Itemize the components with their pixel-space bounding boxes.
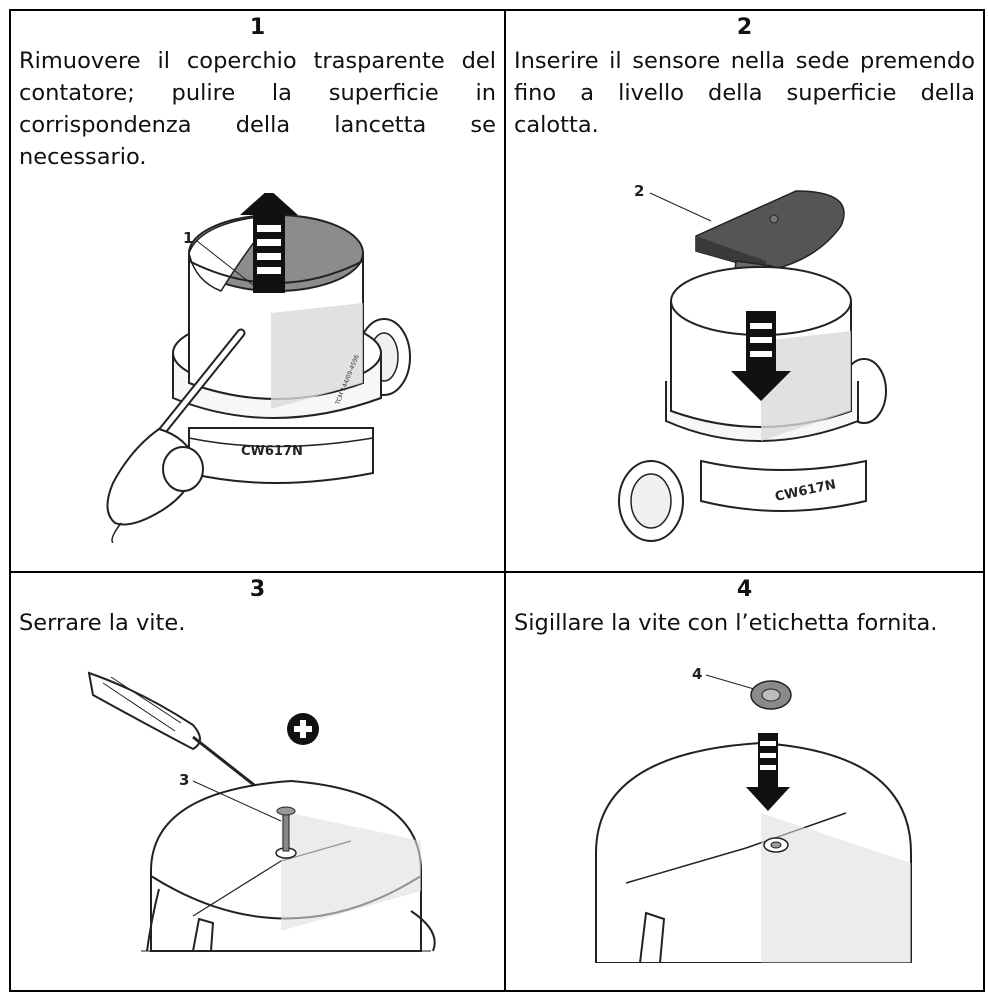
step-2-illustration: 2 CW617N [618, 182, 887, 542]
step-3-callout: 3 [179, 771, 189, 789]
step-2-callout: 2 [634, 182, 644, 200]
step-3-text: Serrare la vite. [19, 610, 186, 636]
step-2-text: Inserire il sensore nella sede premendo … [514, 48, 975, 138]
step-1-cell: 1 Rimuovere il coperchio trasparente del… [9, 9, 506, 573]
step-4-text: Sigillare la vite con l’etichetta fornit… [514, 610, 938, 636]
instruction-table: 1 Rimuovere il coperchio trasparente del… [9, 9, 985, 992]
step-3-number: 3 [249, 577, 266, 602]
step-1-callout: 1 [183, 229, 193, 247]
step-1-number: 1 [249, 15, 266, 40]
step-4-number: 4 [736, 577, 753, 602]
step-1-meter-marking: CW617N [241, 444, 303, 459]
plus-icon [287, 713, 319, 745]
step-4-callout: 4 [692, 665, 702, 683]
step-4-illustration: 4 [595, 665, 912, 963]
step-4-cell: 4 Sigillare la vite con l’etichetta forn… [504, 571, 985, 992]
step-3-illustration: 3 [87, 671, 436, 952]
step-2-cell: 2 Inserire il sensore nella sede premend… [504, 9, 985, 573]
step-2-number: 2 [736, 15, 753, 40]
step-1-illustration: 1 CW617N TCM 144/09-4596 [106, 193, 411, 543]
step-1-text: Rimuovere il coperchio trasparente del c… [19, 48, 496, 170]
step-3-cell: 3 Serrare la vite. [9, 571, 506, 992]
